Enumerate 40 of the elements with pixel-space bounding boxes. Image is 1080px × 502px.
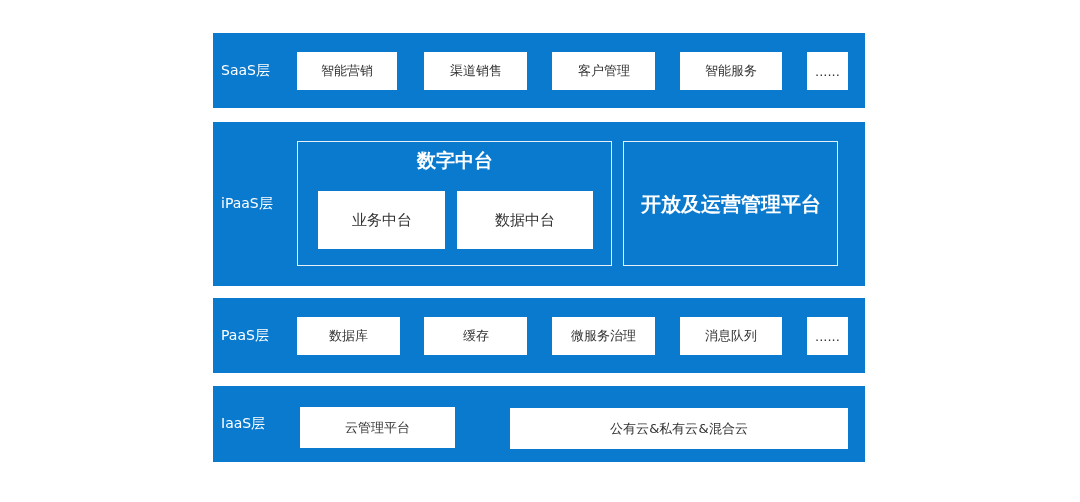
module-box bbox=[807, 52, 848, 90]
module-label: 客户管理 bbox=[577, 62, 630, 80]
layer-label: iPaaS层 bbox=[221, 195, 273, 213]
layer-band bbox=[213, 122, 865, 286]
platform-title: 数字中台 bbox=[415, 148, 494, 173]
module-box bbox=[300, 407, 455, 448]
platform-box bbox=[297, 141, 612, 266]
module-box bbox=[552, 317, 655, 355]
module-box bbox=[297, 317, 400, 355]
module-label: 数据库 bbox=[329, 327, 368, 345]
layer-band bbox=[213, 33, 865, 108]
platform-title: 开放及运营管理平台 bbox=[639, 190, 822, 217]
layer-band bbox=[213, 298, 865, 373]
module-label: 智能营销 bbox=[321, 62, 373, 80]
module-label: ...... bbox=[815, 328, 840, 344]
module-box bbox=[424, 52, 527, 90]
layer-label: PaaS层 bbox=[221, 326, 269, 345]
module-box bbox=[552, 52, 655, 90]
module-box bbox=[510, 408, 848, 449]
module-label: 公有云&私有云&混合云 bbox=[610, 419, 748, 438]
module-box bbox=[680, 52, 782, 90]
module-label: 缓存 bbox=[462, 327, 489, 345]
layer-label: IaaS层 bbox=[221, 415, 266, 433]
module-label: 数据中台 bbox=[495, 210, 555, 230]
module-label: 云管理平台 bbox=[345, 418, 410, 437]
layer-band bbox=[213, 386, 865, 462]
module-label: 业务中台 bbox=[351, 210, 412, 230]
module-box bbox=[680, 317, 782, 355]
module-label: 消息队列 bbox=[705, 327, 757, 345]
module-box bbox=[457, 191, 593, 249]
module-box bbox=[318, 191, 445, 249]
module-box bbox=[424, 317, 527, 355]
module-label: 微服务治理 bbox=[571, 327, 636, 345]
module-box bbox=[807, 317, 848, 355]
module-box bbox=[297, 52, 397, 90]
module-label: 渠道销售 bbox=[449, 62, 502, 80]
module-label: ...... bbox=[815, 63, 840, 79]
module-label: 智能服务 bbox=[705, 62, 757, 80]
layer-label: SaaS层 bbox=[221, 61, 270, 80]
platform-box bbox=[623, 141, 838, 266]
